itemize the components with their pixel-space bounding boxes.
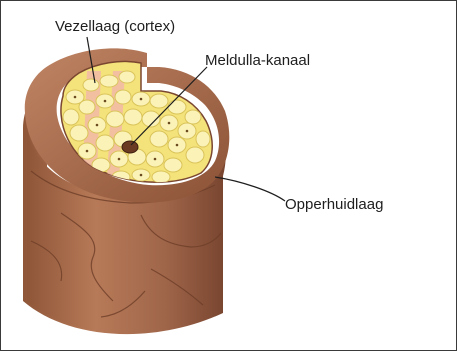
medulla-canal — [122, 141, 138, 153]
leader-line-cuticle — [215, 177, 285, 201]
label-cuticle: Opperhuidlaag — [285, 196, 383, 213]
label-cortex: Vezellaag (cortex) — [55, 18, 175, 35]
label-medulla: Meldulla-kanaal — [205, 52, 310, 69]
